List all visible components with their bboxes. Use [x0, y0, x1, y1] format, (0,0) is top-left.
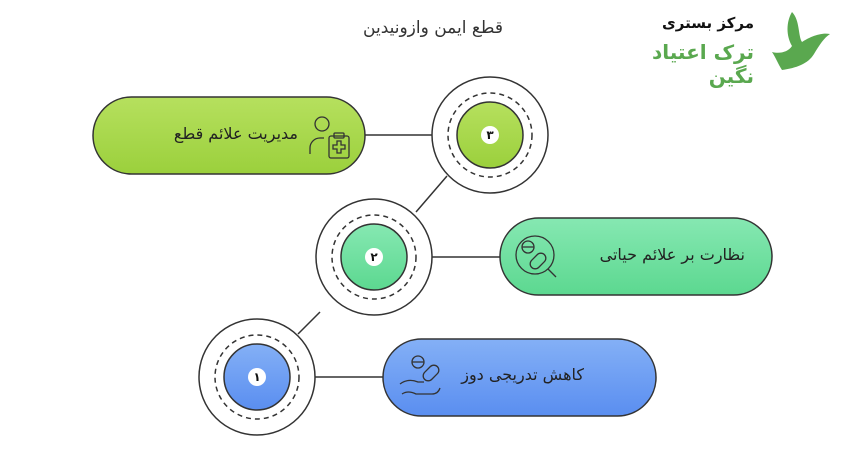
dashed-ring — [214, 334, 300, 420]
pill-magnifier-icon — [515, 235, 557, 278]
hand-pills-icon — [399, 355, 441, 395]
step-label-2: نظارت بر علائم حیاتی — [599, 245, 745, 264]
patient-clipboard-icon — [309, 116, 350, 159]
dashed-ring — [447, 92, 533, 178]
step-label-3: مدیریت علائم قطع — [173, 124, 298, 143]
page-title: قطع ایمن وازونیدین — [0, 18, 850, 38]
connector — [415, 175, 448, 213]
step-number-2: ۲ — [365, 248, 383, 266]
dove-icon — [772, 12, 830, 70]
step-number-3: ۳ — [481, 126, 499, 144]
logo-line2: ترک اعتیاد نگین — [651, 40, 754, 88]
connector — [297, 311, 321, 335]
step-pill-1 — [382, 338, 657, 417]
dashed-ring — [331, 214, 417, 300]
logo: مرکز بستری ترک اعتیاد نگین — [610, 8, 840, 88]
title-text: قطع ایمن وازونیدین — [363, 18, 503, 38]
step-number-1: ۱ — [248, 368, 266, 386]
step-pill-2 — [499, 217, 773, 296]
step-label-1: کاهش تدریجی دوز — [461, 365, 584, 384]
logo-line1: مرکز بستری — [662, 14, 754, 32]
step-pill-3 — [92, 96, 366, 175]
